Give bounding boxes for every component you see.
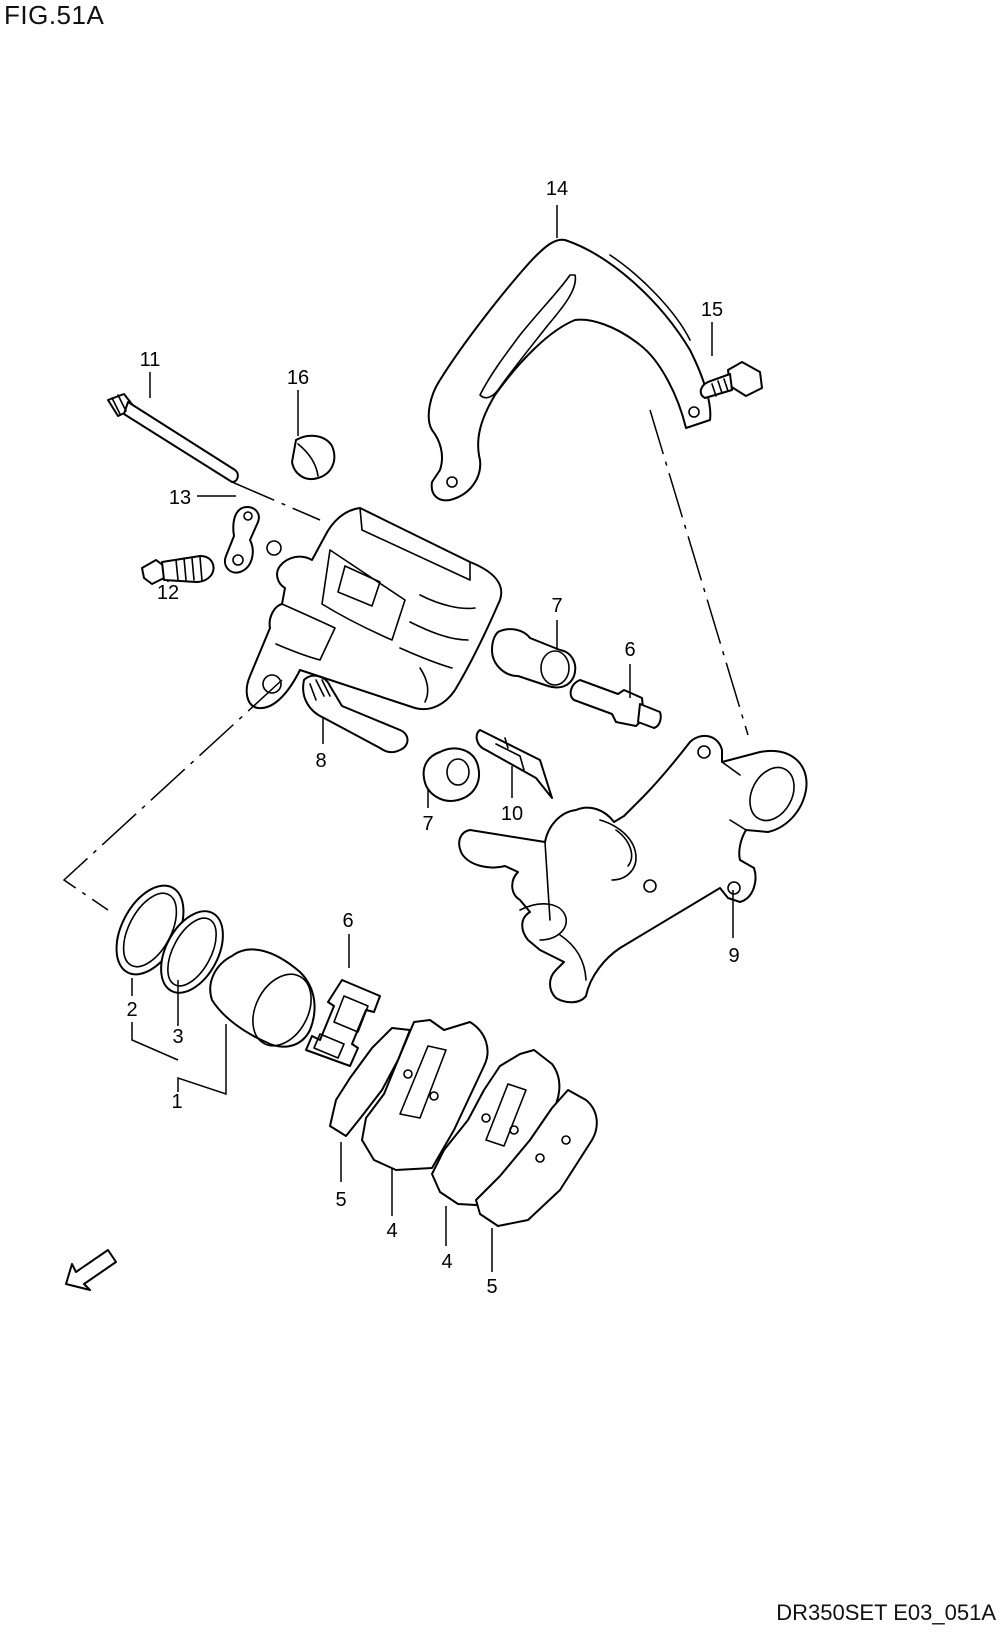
callout-9: 7 — [422, 813, 433, 835]
sleeve-7 — [491, 628, 577, 689]
pad-shim-5b — [475, 1089, 598, 1227]
callout-11: 9 — [728, 945, 739, 967]
callout-12: 10 — [501, 803, 523, 825]
callout-6: 6 — [342, 910, 353, 932]
pin-13 — [107, 393, 239, 483]
bleeder-cap-15 — [224, 506, 260, 574]
figure-code: DR350SET E03_051A — [776, 1600, 996, 1625]
bolt-17 — [699, 361, 763, 399]
callout-13: 11 — [140, 349, 161, 371]
cap-18 — [291, 434, 336, 480]
alignment-lines — [62, 409, 749, 911]
callout-18: 16 — [287, 367, 309, 389]
callout-14: 12 — [157, 582, 179, 604]
callout-labels: 14 15 11 16 13 12 7 6 8 10 7 6 9 2 3 1 5… — [126, 178, 739, 1298]
callout-4-front: 4 — [386, 1220, 397, 1242]
fwd-arrow-icon: FWD — [65, 1249, 117, 1291]
callout-7: 7 — [551, 595, 562, 617]
slide-pin-10 — [302, 674, 409, 754]
callout-3: 3 — [172, 1026, 183, 1048]
callout-15: 13 — [169, 487, 191, 509]
dust-seal-3 — [160, 910, 224, 994]
bleeder-screw-14 — [141, 555, 215, 585]
pad-shim-5a — [329, 1027, 411, 1137]
boot-9 — [422, 747, 480, 802]
brake-pad-4a — [361, 1019, 489, 1171]
piston — [209, 948, 316, 1048]
callout-10: 8 — [315, 750, 326, 772]
pad-spring-12 — [475, 729, 553, 799]
pad-shim-6 — [305, 979, 381, 1067]
caliper-guard-16 — [427, 238, 712, 502]
callout-5-front: 5 — [335, 1189, 346, 1211]
callout-1: 1 — [171, 1091, 182, 1113]
callout-16: 14 — [546, 178, 568, 200]
callout-4-rear: 4 — [441, 1251, 452, 1273]
bolt-8 — [569, 679, 662, 729]
callout-5-rear: 5 — [486, 1276, 497, 1298]
callout-8: 6 — [624, 639, 635, 661]
callout-17: 15 — [701, 299, 723, 321]
callout-2: 2 — [126, 999, 137, 1021]
caliper-body — [245, 507, 503, 710]
figure-title: FIG.51A — [4, 0, 105, 30]
leader-lines — [131, 205, 734, 1272]
caliper-bracket-11 — [458, 734, 808, 1004]
